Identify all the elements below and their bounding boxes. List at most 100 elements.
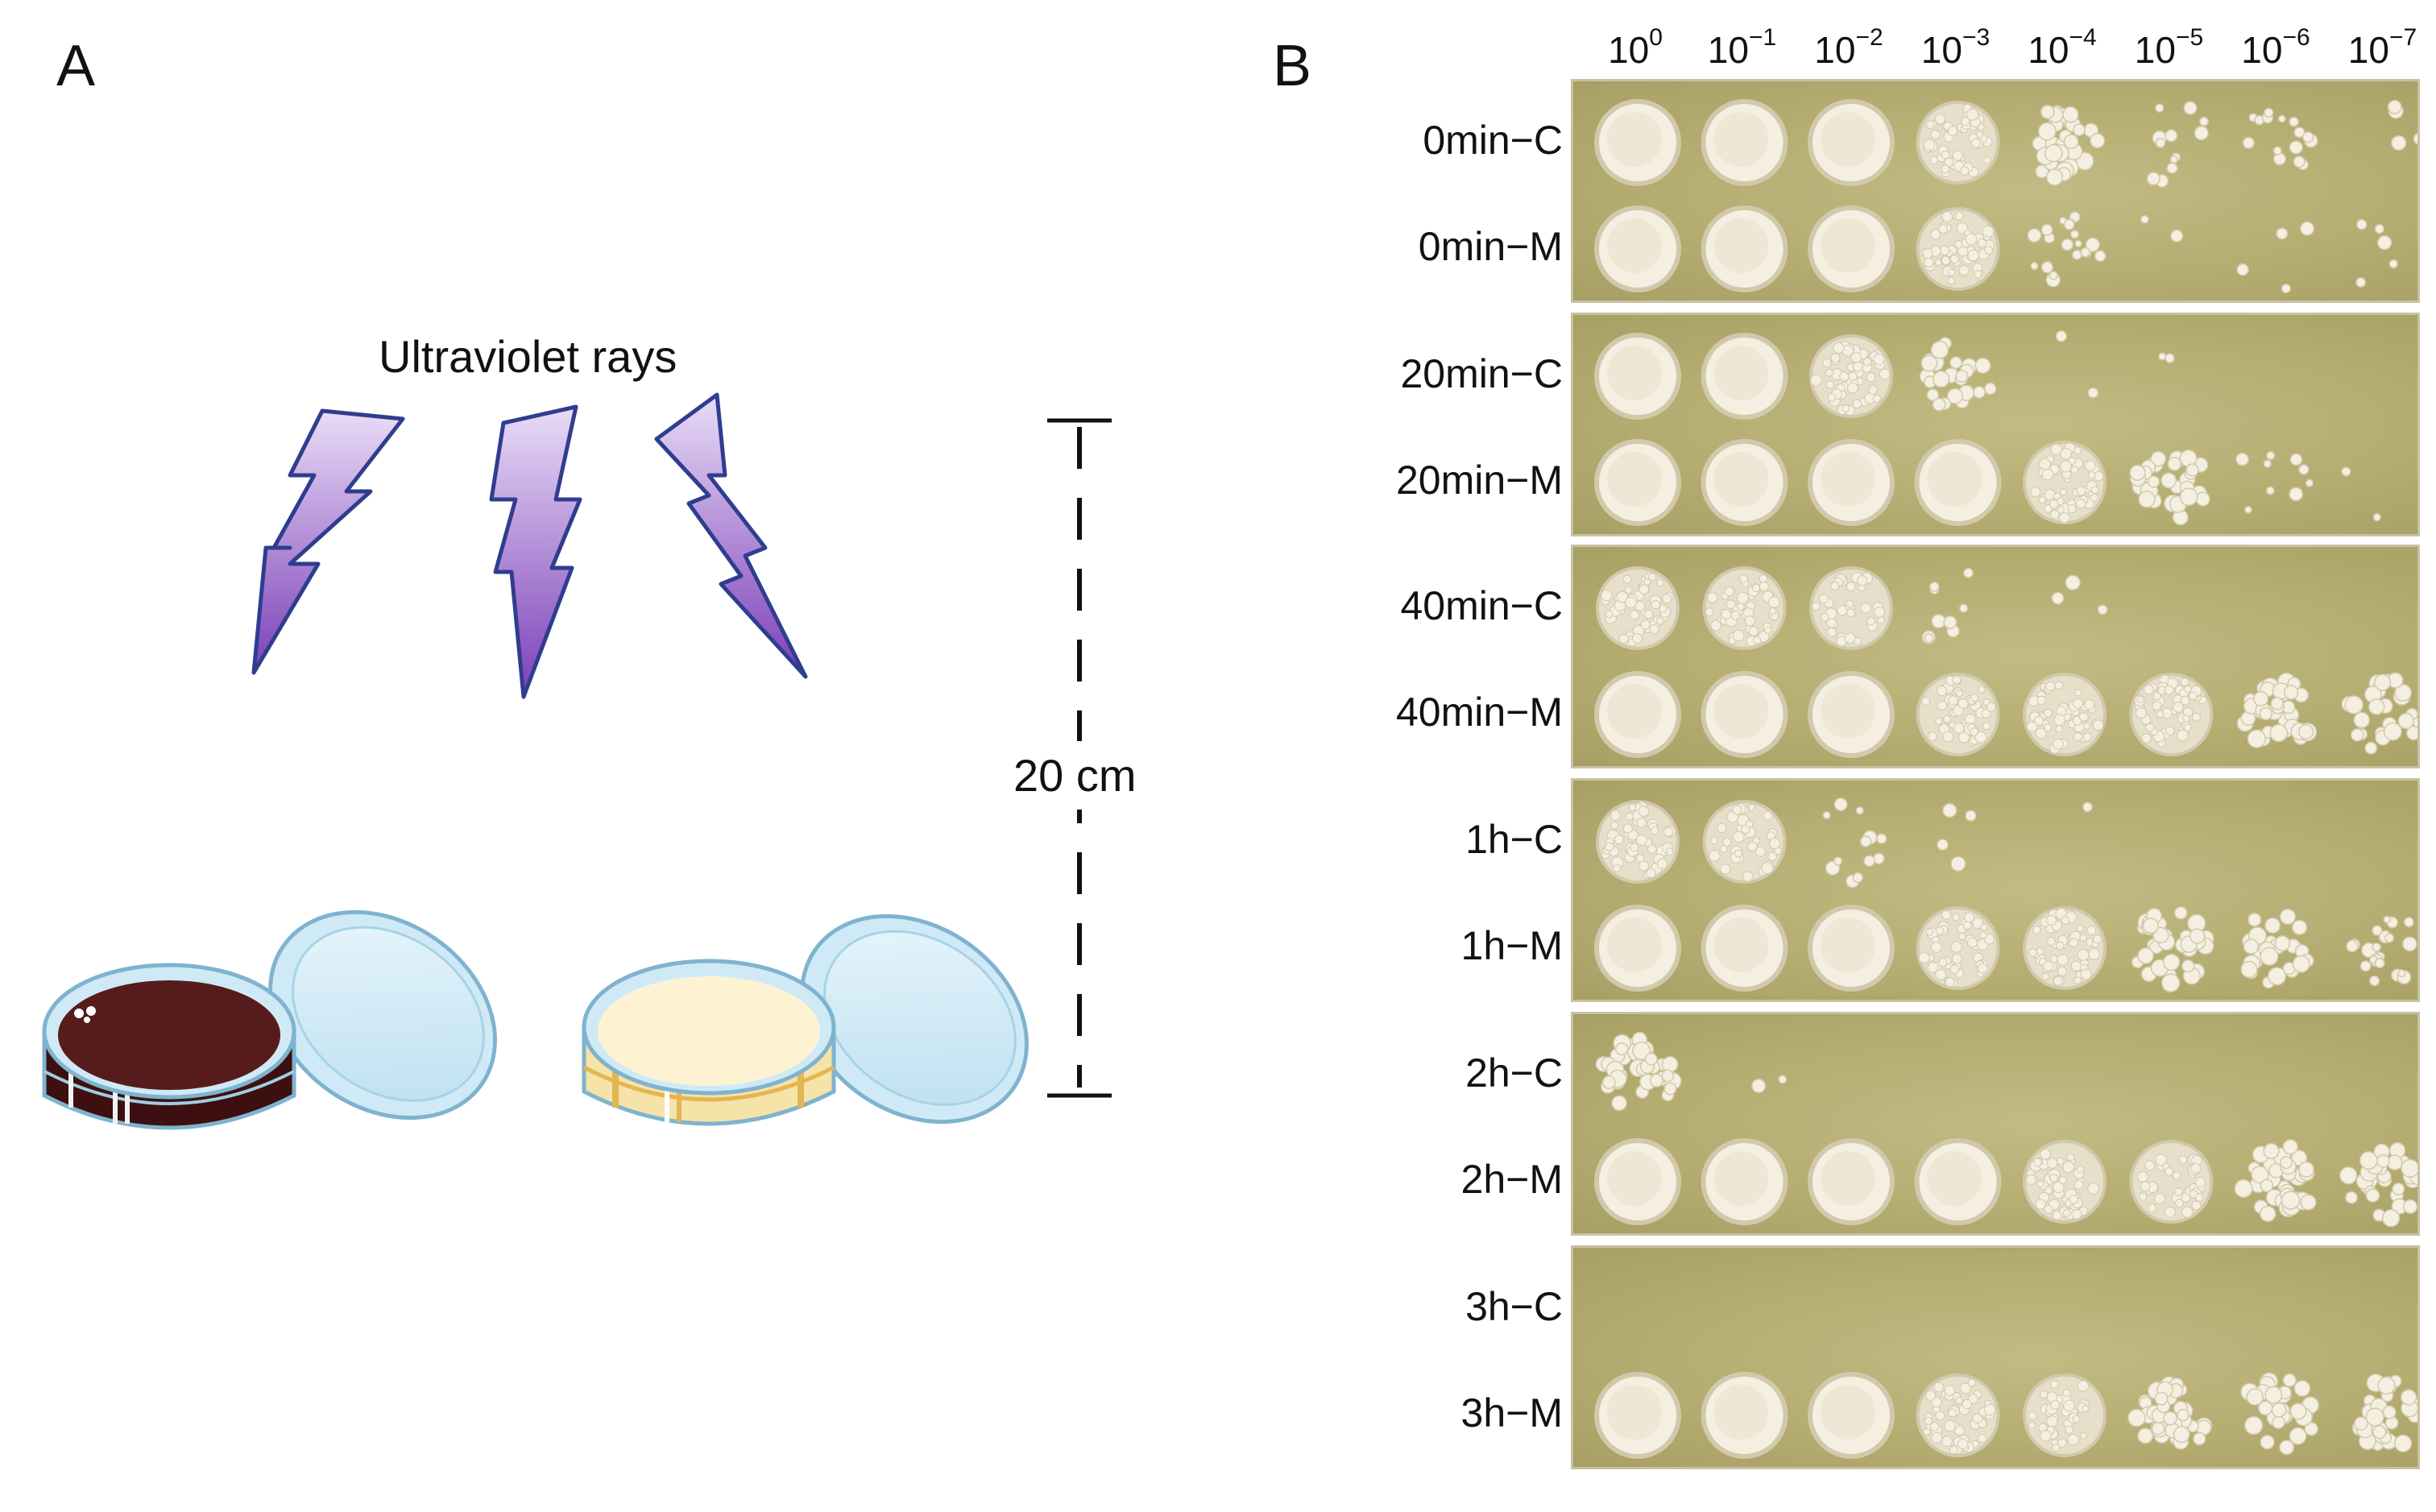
distance-scale	[1047, 418, 1112, 1098]
colony-spot	[1594, 205, 1681, 292]
colony-spot	[2051, 574, 2108, 615]
colony-spot	[1808, 99, 1895, 186]
colony-spot	[2023, 441, 2107, 524]
colony-spot	[2027, 211, 2107, 288]
agar-plate	[1571, 778, 2420, 1002]
dilution-label: 10−4	[2010, 24, 2115, 72]
colony-spot	[1596, 800, 1680, 884]
colony-spot	[1916, 673, 2000, 756]
colony-spot	[1808, 671, 1895, 758]
colony-spot	[1702, 800, 1787, 884]
colony-spot	[1701, 333, 1788, 420]
colony-spot	[2129, 673, 2214, 756]
colony-spot	[1808, 1138, 1895, 1225]
plate-spots	[1594, 797, 2417, 993]
dilution-exponent: −1	[1748, 24, 1777, 51]
dilution-exponent: 0	[1649, 24, 1663, 51]
dilution-exponent: −6	[2282, 24, 2310, 51]
colony-spot	[1808, 905, 1895, 992]
colony-spot	[1594, 1372, 1681, 1459]
dilution-base: 10	[2241, 29, 2283, 71]
sample-row-label: 40min−C	[1400, 583, 1564, 628]
colony-spot	[2341, 466, 2381, 522]
dilution-exponent: −5	[2175, 24, 2204, 51]
colony-spot	[2351, 1373, 2417, 1453]
colony-spot	[2346, 915, 2417, 987]
plate-spots	[1594, 566, 2417, 758]
agar-plate	[1571, 545, 2420, 768]
uv-bolt-right-icon	[654, 392, 808, 679]
dilution-exponent: −7	[2388, 24, 2417, 51]
uv-bolt-middle-icon	[489, 404, 582, 699]
colony-spot	[2032, 104, 2106, 186]
colony-spot	[1701, 439, 1788, 526]
dilution-base: 10	[1707, 29, 1749, 71]
uv-exposure-illustration	[42, 392, 1112, 1130]
colony-spot	[2240, 908, 2314, 989]
colony-spot	[2129, 449, 2210, 526]
colony-spot	[1916, 1373, 2000, 1457]
plate-spots	[1594, 330, 2381, 526]
colony-spot	[1701, 1372, 1788, 1459]
colony-spot	[1701, 671, 1788, 758]
colony-spot	[1916, 906, 2000, 990]
dilution-base: 10	[2028, 29, 2069, 71]
colony-spot	[2129, 1140, 2214, 1224]
panel-a-letter: A	[56, 34, 96, 98]
colony-spot	[1594, 905, 1681, 992]
colony-spot	[2158, 352, 2175, 363]
colony-spot	[1809, 334, 1893, 418]
dilution-label: 10−7	[2330, 24, 2435, 72]
dilution-exponent: −3	[1962, 24, 1991, 51]
distance-label: 20 cm	[1009, 741, 1141, 810]
panel-b-letter: B	[1273, 34, 1312, 98]
colony-spot	[1594, 439, 1681, 526]
colony-spot	[1914, 439, 2002, 526]
dilution-base: 10	[1920, 29, 1962, 71]
sample-row-label: 2h−M	[1460, 1157, 1563, 1202]
sample-row-label: 20min−C	[1400, 351, 1564, 396]
colony-spot	[1808, 205, 1895, 292]
colony-spot	[2140, 214, 2184, 242]
colony-spot	[1914, 1138, 2002, 1225]
uv-bolt-left-icon	[251, 408, 405, 675]
dilution-base: 10	[1608, 29, 1650, 71]
colony-spot	[2055, 330, 2099, 399]
dilution-base: 10	[2347, 29, 2389, 71]
dilution-label: 10−5	[2117, 24, 2222, 72]
colony-spot	[1809, 566, 1893, 650]
colony-spot	[1701, 99, 1788, 186]
colony-spot	[1751, 1075, 1788, 1094]
sample-row-label: 0min−C	[1423, 118, 1563, 163]
colony-spot	[1808, 439, 1895, 526]
sample-row-label: 1h−M	[1460, 923, 1563, 968]
dilution-base: 10	[2134, 29, 2176, 71]
colony-spot	[2387, 99, 2417, 151]
colony-spot	[1808, 1372, 1895, 1459]
dilution-exponent: −4	[2069, 24, 2097, 51]
colony-spot	[2240, 1372, 2320, 1456]
colony-spot	[2355, 218, 2398, 288]
blood-agar-dish-icon	[42, 909, 497, 1130]
nutrient-agar-dish-icon	[582, 913, 1029, 1126]
colony-spot	[2236, 672, 2318, 748]
colony-spot	[1916, 101, 2000, 184]
colony-spot	[1594, 1138, 1681, 1225]
agar-plate	[1571, 79, 2420, 303]
colony-spot	[1822, 797, 1887, 889]
dilution-label: 100	[1583, 24, 1688, 72]
colony-spot	[2242, 107, 2318, 171]
plate-spots	[1594, 1031, 2417, 1228]
uv-rays-label: Ultraviolet rays	[379, 331, 677, 382]
dilution-label: 10−2	[1796, 24, 1901, 72]
colony-spot	[2082, 802, 2093, 813]
dilution-label: 10−3	[1904, 24, 2008, 72]
plate-spots	[1594, 1372, 2417, 1459]
colony-spot	[2235, 450, 2314, 514]
colony-spot	[1701, 205, 1788, 292]
colony-spot	[1702, 566, 1787, 650]
colony-spot	[2127, 1376, 2213, 1450]
colony-spot	[1916, 207, 2000, 291]
colony-spot	[1919, 337, 1997, 412]
